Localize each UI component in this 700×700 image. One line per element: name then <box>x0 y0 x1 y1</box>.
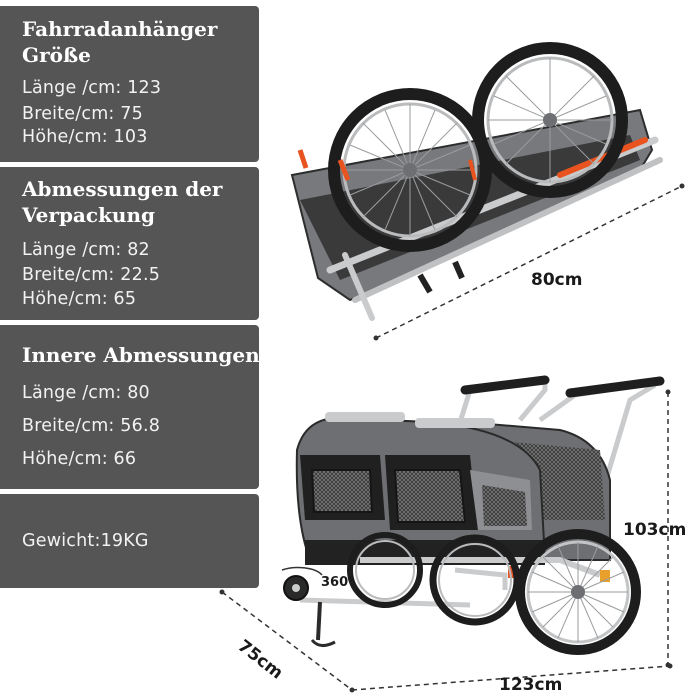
inner-length: Länge /cm: 80 <box>22 383 150 403</box>
inner-dimensions-panel: Innere Abmessungen Länge /cm: 80 Breite/… <box>0 325 260 489</box>
size-title-line-2: Größe <box>22 43 91 67</box>
label-360-swivel: 360° <box>321 575 355 590</box>
folded-trailer-image <box>290 42 663 321</box>
label-123cm: 123cm <box>499 675 563 695</box>
packaging-title-line-2: Verpackung <box>22 203 155 227</box>
label-103cm: 103cm <box>623 520 687 540</box>
inner-height: Höhe/cm: 66 <box>22 449 137 469</box>
label-80cm: 80cm <box>531 270 583 290</box>
size-title-line-1: Fahrradanhänger <box>22 17 218 41</box>
weight-value: Gewicht:19KG <box>22 531 149 551</box>
dimension-line-123 <box>351 663 673 691</box>
folded-wheel-left <box>328 88 492 252</box>
rear-wheel-left <box>347 532 423 608</box>
packaging-length: Länge /cm: 82 <box>22 240 150 260</box>
folded-wheel-right <box>472 42 628 198</box>
main-wheel <box>515 529 641 655</box>
inner-title: Innere Abmessungen <box>22 343 260 367</box>
size-panel: Fahrradanhänger Größe Länge /cm: 123 Bre… <box>0 6 259 162</box>
weight-panel: Gewicht:19KG <box>0 494 259 588</box>
size-width: Breite/cm: 75 <box>22 104 143 124</box>
packaging-height: Höhe/cm: 65 <box>22 289 137 309</box>
size-height: Höhe/cm: 103 <box>22 127 148 147</box>
assembled-trailer-image <box>281 375 665 655</box>
packaging-width: Breite/cm: 22.5 <box>22 265 161 285</box>
packaging-title-line-1: Abmessungen der <box>22 177 223 201</box>
dimension-line-80 <box>373 183 685 341</box>
size-length: Länge /cm: 123 <box>22 78 162 98</box>
inner-width: Breite/cm: 56.8 <box>22 416 161 436</box>
packaging-panel: Abmessungen der Verpackung Länge /cm: 82… <box>0 167 259 320</box>
